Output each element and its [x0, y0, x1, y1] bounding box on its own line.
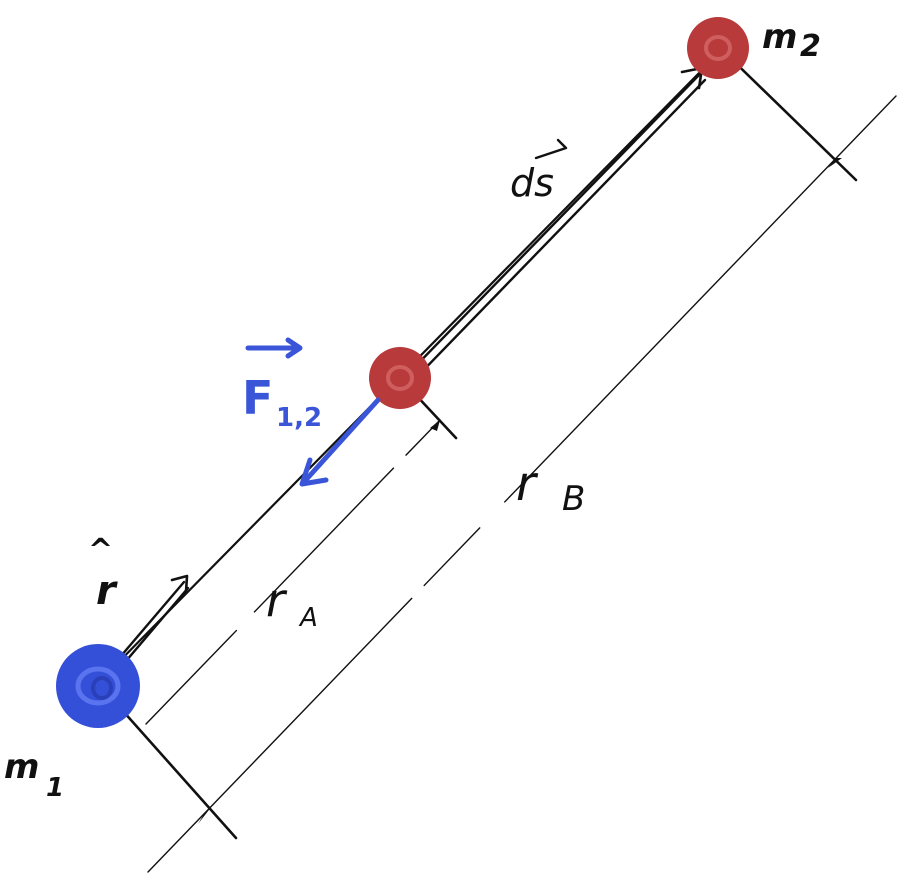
rb-arrow-end: [828, 158, 842, 168]
mass-m1: [56, 644, 140, 728]
label-f12-subscript: 1,2: [276, 403, 322, 433]
ra-arrow-end: [430, 420, 440, 431]
mass-m2: [687, 17, 749, 79]
label-m1: m: [4, 747, 39, 787]
force-label-overarrow-head: [285, 337, 303, 359]
rb-arrow-start: [198, 806, 212, 824]
ds-vector: [402, 66, 707, 385]
r-hat-arrowhead: [170, 574, 189, 594]
mass-small: [369, 347, 431, 409]
label-f12: F: [242, 371, 273, 425]
force-vector-f12: [245, 337, 381, 487]
label-m2: m: [762, 17, 797, 57]
label-ra: r: [266, 573, 288, 627]
dimension-line-ra: [145, 419, 441, 725]
label-m1-subscript: 1: [46, 773, 64, 803]
label-ra-subscript: A: [298, 603, 318, 633]
label-rb-subscript: B: [562, 479, 585, 519]
force-arrowhead: [299, 457, 329, 487]
label-ds: ds: [510, 161, 554, 205]
label-r-hat: r: [96, 568, 118, 614]
label-m2-subscript: 2: [800, 29, 821, 64]
ds-label-overarrow: [534, 138, 568, 160]
dimension-line-rb: [147, 95, 897, 873]
label-rb: r: [516, 456, 539, 512]
label-r-hat-mark: ^: [88, 533, 113, 568]
